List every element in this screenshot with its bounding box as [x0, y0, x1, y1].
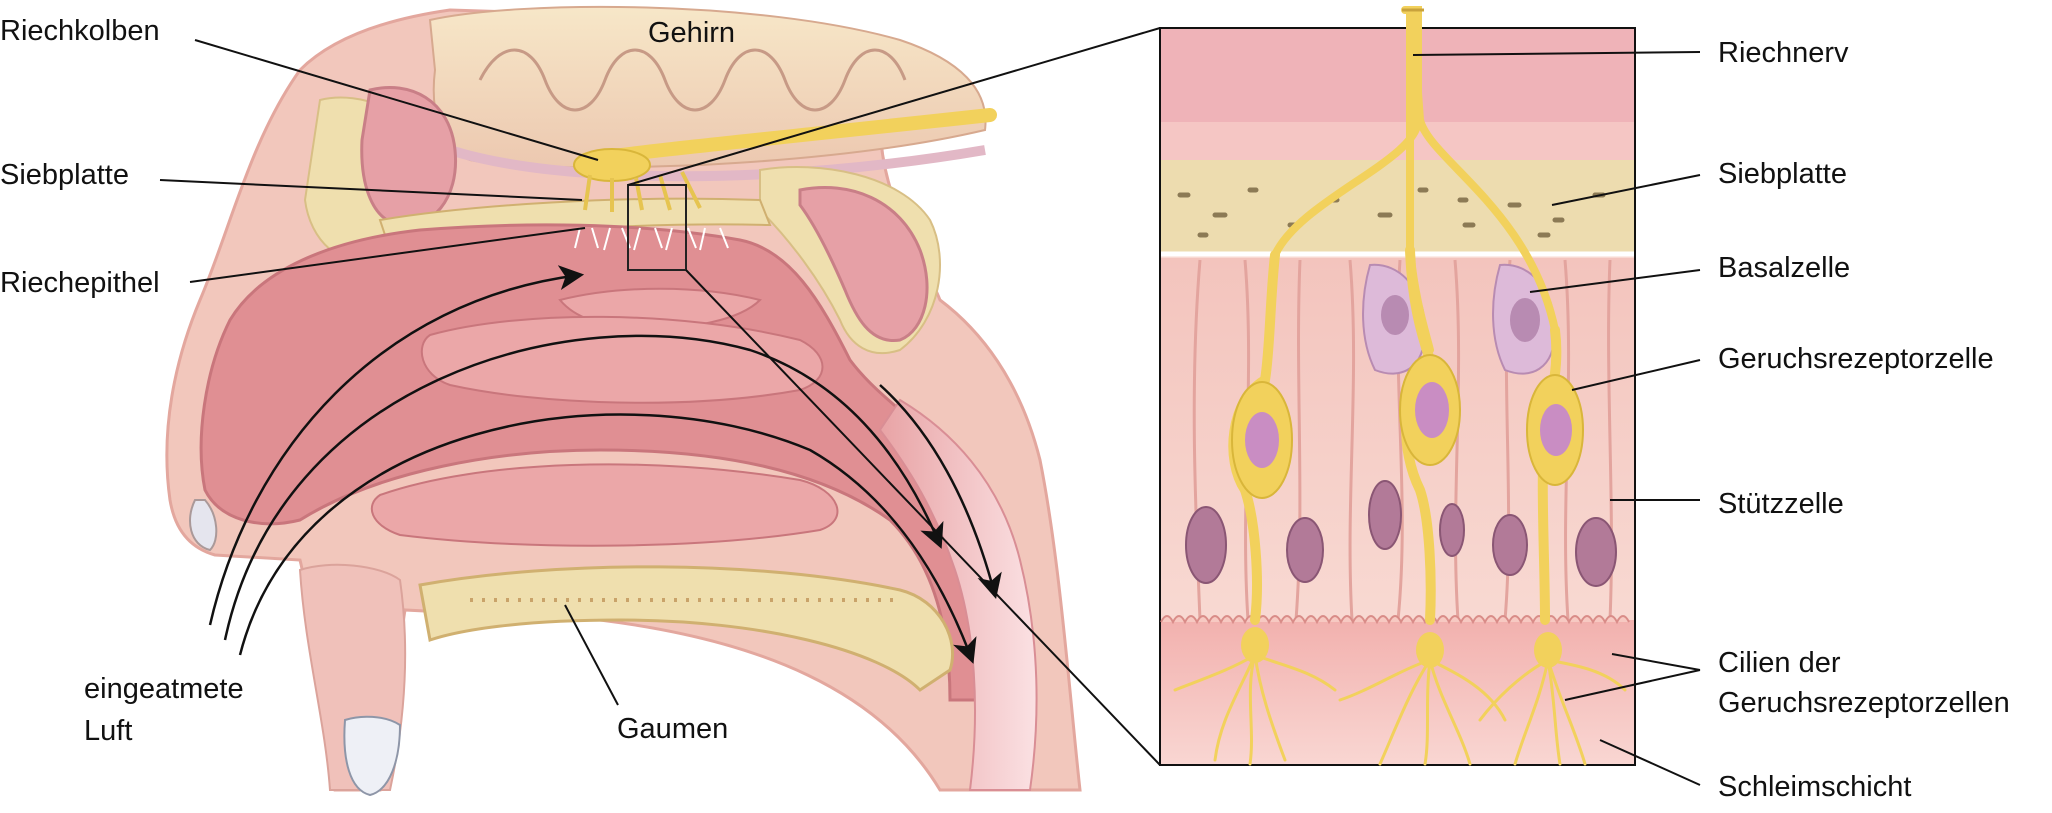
leader-schleimschicht [1599, 739, 1701, 786]
olfactory-cilia-left [574, 227, 729, 251]
label-riechepithel: Riechepithel [0, 267, 160, 299]
olfactory-nerve-fibers [583, 171, 702, 212]
label-stuetzzelle: Stützzelle [1718, 488, 1844, 520]
label-eingeatmete: eingeatmete [84, 673, 244, 705]
leader-siebplatte-left [159, 179, 583, 201]
epithelium-surface-villi [1160, 615, 1630, 625]
leader-cilien-2 [1564, 669, 1701, 701]
sphenoid-sinus [798, 186, 929, 342]
nostril [189, 499, 218, 552]
label-basalzelle: Basalzelle [1718, 252, 1851, 284]
receptor-cell [1228, 250, 1293, 663]
leader-riechepithel [189, 227, 586, 283]
olfactory-bulb [573, 148, 651, 182]
label-gaumen: Gaumen [617, 713, 729, 745]
leader-riechnerv [1412, 51, 1701, 56]
inferior-turbinate [370, 463, 839, 547]
airflow-arrow-top [208, 265, 585, 626]
label-siebplatte-right: Siebplatte [1718, 158, 1847, 190]
head-cross-section [165, 5, 1082, 797]
receptor-cilia [1173, 653, 1627, 766]
label-cilien-line2: Geruchsrezeptorzellen [1718, 687, 2010, 719]
supporting-cell-nuclei [1185, 480, 1617, 587]
cribriform-plate-band [1161, 160, 1634, 252]
mucus-layer [1161, 620, 1634, 764]
leader-lines [159, 39, 1701, 786]
hard-palate [418, 565, 955, 692]
label-luft: Luft [84, 715, 133, 747]
incisor-tooth [343, 715, 402, 797]
zoom-connector-lines [627, 27, 1161, 766]
label-riechkolben: Riechkolben [0, 15, 160, 47]
label-cilien-line1: Cilien der [1718, 647, 1841, 679]
leader-riechkolben [194, 39, 599, 161]
receptor-cell [1526, 325, 1584, 668]
airflow-arrow-lower [238, 413, 977, 664]
leader-basalzelle [1529, 269, 1701, 293]
label-siebplatte-left: Siebplatte [0, 159, 129, 191]
brain-membrane [448, 145, 986, 182]
leader-cilien-1 [1611, 653, 1701, 671]
airflow-arrow-throat [879, 384, 1002, 600]
brain-folds [478, 48, 907, 112]
leader-gaumen [564, 604, 619, 706]
leader-geruchsrezeptorzelle [1571, 359, 1701, 391]
leader-siebplatte-right [1551, 174, 1701, 206]
airflow-arrow-upper [223, 334, 944, 641]
label-geruchsrezeptorzelle: Geruchsrezeptorzelle [1718, 343, 1994, 375]
label-schleimschicht: Schleimschicht [1718, 771, 1912, 803]
epithelium-detail [1159, 6, 1636, 766]
receptor-cell [1399, 245, 1461, 668]
connective-tissue-layer [1161, 29, 1634, 122]
magnification-box [627, 184, 687, 271]
label-riechnerv: Riechnerv [1718, 37, 1849, 69]
label-gehirn: Gehirn [648, 17, 736, 49]
airflow-arrows [208, 265, 1002, 664]
olfactory-receptor-cells [1228, 245, 1584, 668]
